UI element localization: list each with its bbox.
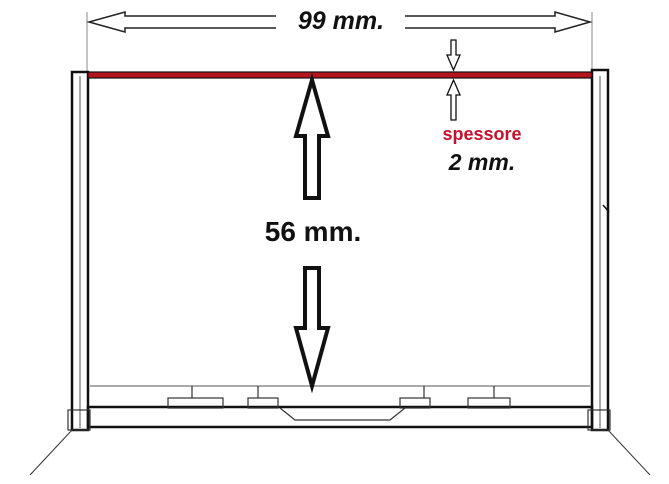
height-label: 56 mm. bbox=[265, 216, 362, 247]
wall-inner-lines bbox=[79, 76, 601, 428]
corner-feet bbox=[67, 409, 611, 431]
width-label: 99 mm. bbox=[298, 7, 384, 35]
support-lines bbox=[29, 429, 651, 476]
hinge-mark bbox=[602, 204, 610, 213]
thickness-word-label: spessore bbox=[442, 124, 521, 144]
height-dimension-arrow bbox=[293, 72, 331, 394]
thickness-value-label: 2 mm. bbox=[448, 149, 515, 175]
top-panel bbox=[87, 71, 593, 79]
enclosure-frame bbox=[70, 68, 610, 432]
base-details bbox=[167, 386, 511, 421]
width-dimension-arrow bbox=[86, 11, 593, 33]
thickness-indicator-arrows bbox=[446, 39, 461, 121]
